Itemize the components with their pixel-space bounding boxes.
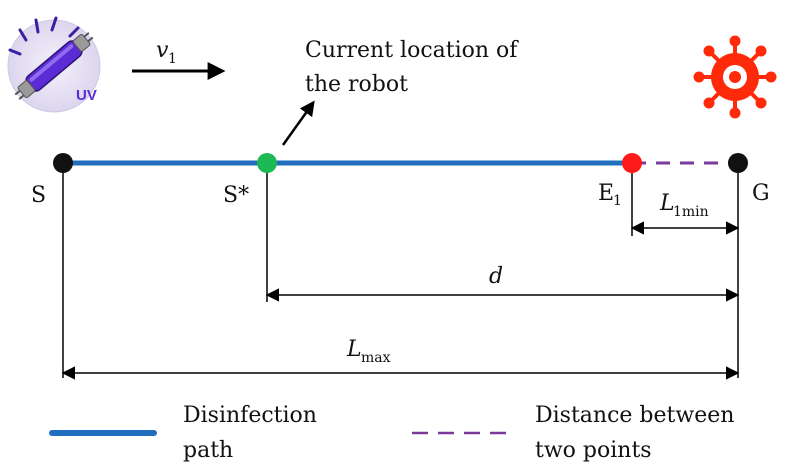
label-lmax: L (346, 337, 362, 362)
label-g: G (752, 181, 770, 206)
label-s-star: S* (223, 183, 249, 208)
velocity-annotation: v 1 (132, 38, 226, 80)
end-node-e1 (622, 153, 642, 173)
label-l1min-sub: 1min (673, 204, 709, 220)
extension-lines (62, 163, 739, 378)
robot-note-arrow (281, 100, 315, 146)
robot-location-note: Current location of the robot (281, 38, 519, 146)
legend-solid-label-line2: path (183, 438, 233, 463)
velocity-symbol: v (156, 38, 169, 63)
label-e1: E (598, 181, 614, 206)
legend-solid-label-line1: Disinfection (183, 403, 317, 428)
robot-node-s-star (257, 153, 277, 173)
start-node-s (53, 153, 73, 173)
robot-note-line1: Current location of (305, 38, 519, 63)
label-l1min: L (659, 191, 675, 216)
legend-dashed-label-line1: Distance between (535, 403, 734, 428)
goal-node-g (728, 153, 748, 173)
robot-note-line2: the robot (305, 72, 408, 97)
label-lmax-sub: max (361, 350, 391, 366)
label-d: d (489, 264, 503, 289)
label-s: S (31, 183, 46, 208)
label-e1-sub: 1 (613, 193, 622, 209)
velocity-subscript: 1 (168, 51, 177, 67)
legend-dashed-label-line2: two points (535, 438, 652, 463)
uv-lamp-icon: UV (7, 16, 101, 113)
uv-lamp-label: UV (76, 87, 97, 104)
virus-icon (693, 35, 777, 119)
legend: Disinfection path Distance between two p… (49, 403, 734, 463)
